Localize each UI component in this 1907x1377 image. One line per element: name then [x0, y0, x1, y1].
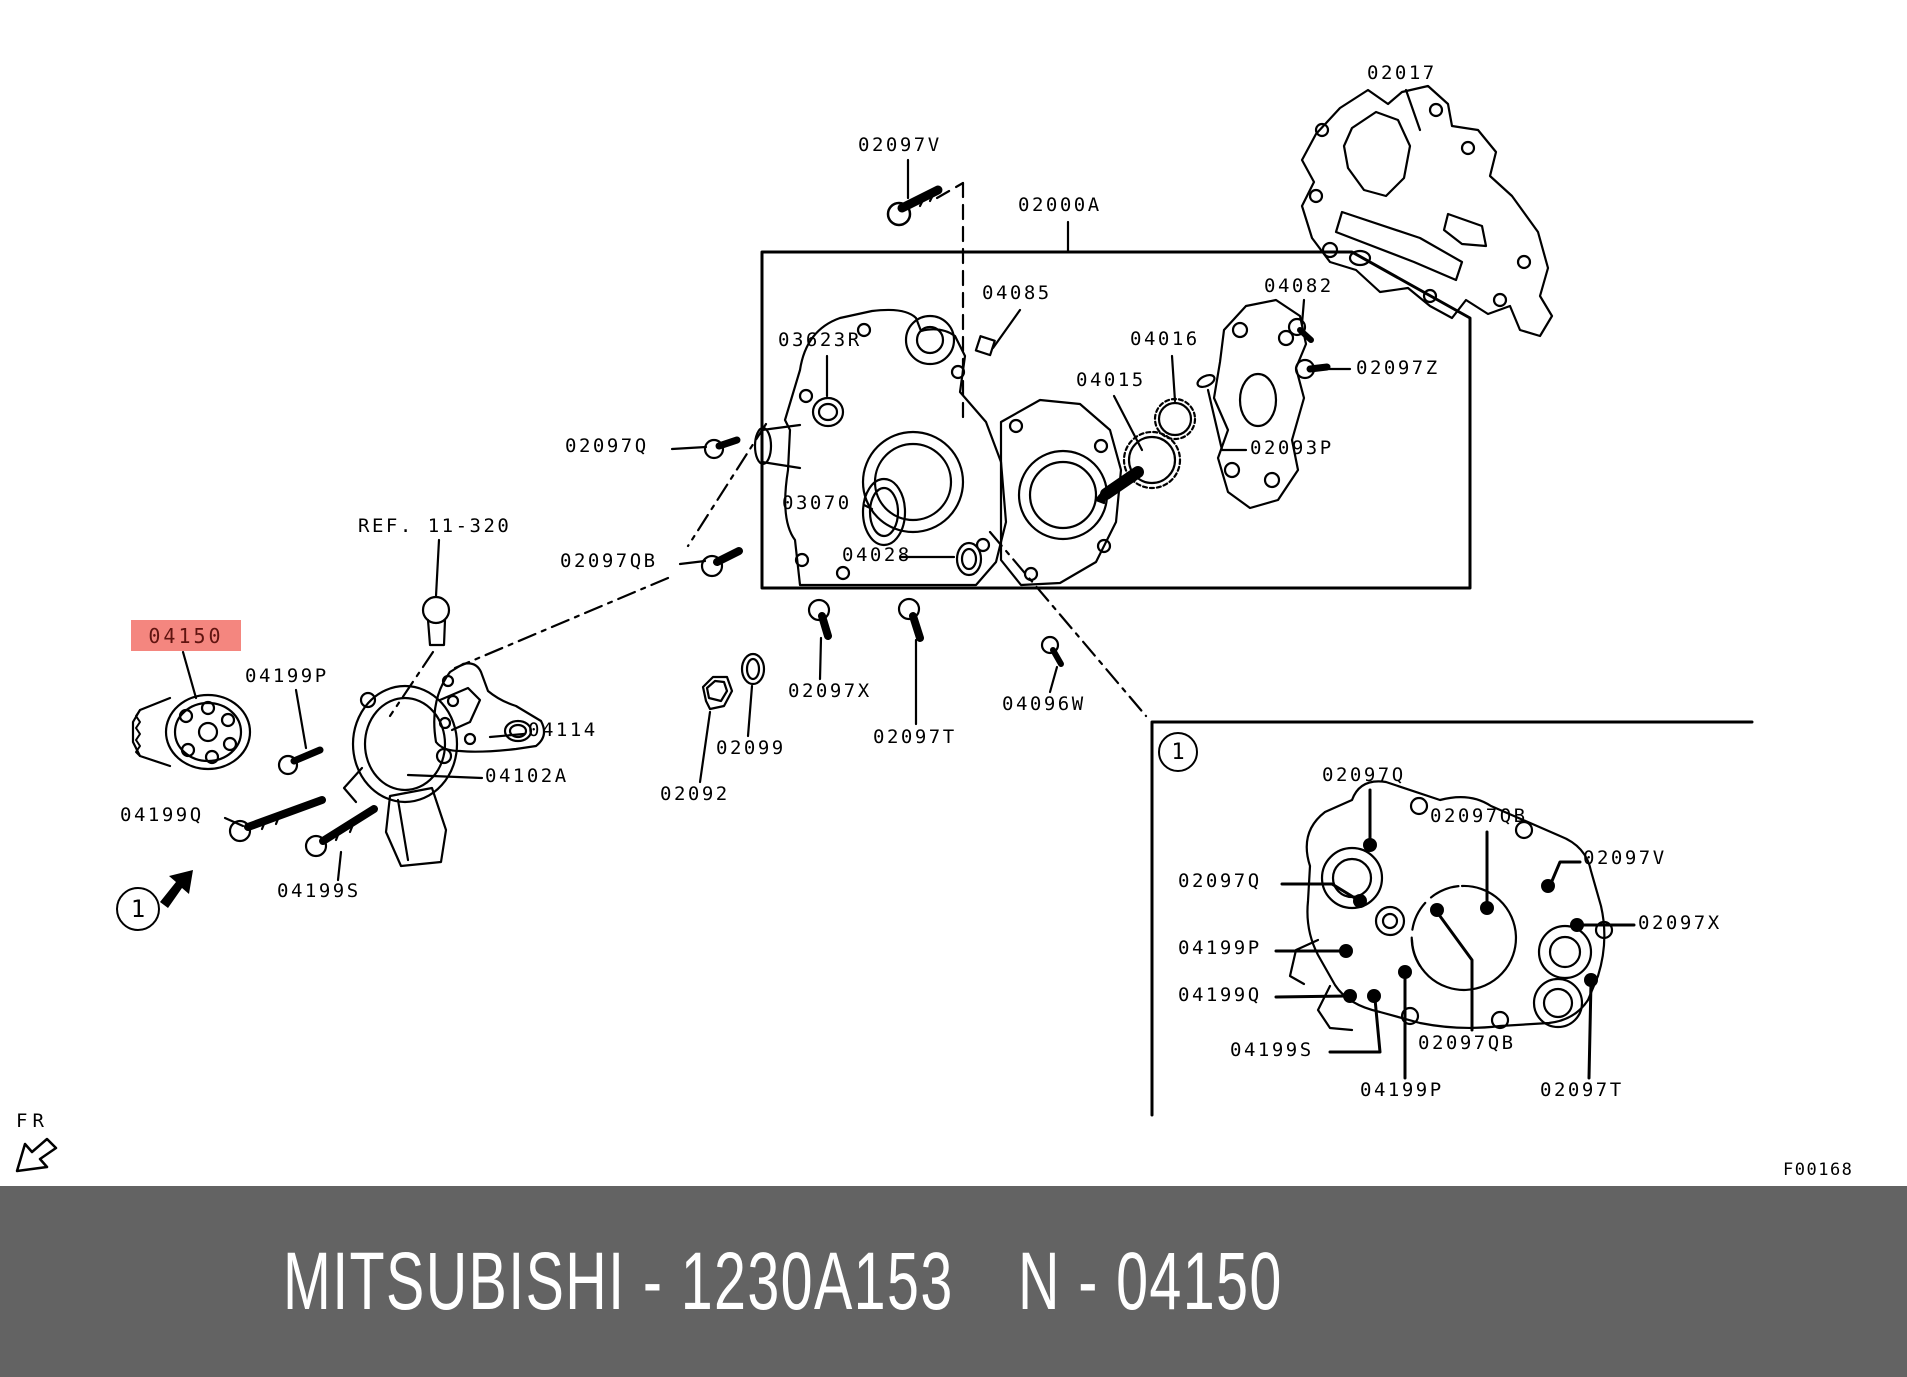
inset-label-04199p-left: 04199P: [1178, 937, 1262, 959]
bolt-04082-drawing: [1287, 317, 1314, 343]
part-label-04085: 04085: [982, 282, 1052, 304]
bolt-02097v: [886, 158, 943, 227]
inset-leader-dots: [1339, 838, 1598, 1003]
inset-label-02097v: 02097V: [1583, 847, 1667, 869]
view-marker-1-inset: 1: [1158, 732, 1198, 772]
part-banner: MITSUBISHI - 1230A153 N - 04150: [0, 1186, 1907, 1377]
gasket-02092-drawing: [701, 675, 734, 711]
bolt-04199s-drawing: [304, 805, 378, 858]
inset-label-02097qb-bot: 02097QB: [1418, 1032, 1516, 1054]
seal-03070-drawing: [861, 477, 907, 547]
bolt-04096w-drawing: [1040, 635, 1064, 667]
part-label-04096w: 04096W: [1002, 693, 1086, 715]
view-marker-1-main: 1: [116, 887, 160, 931]
inset-label-02097x: 02097X: [1638, 912, 1722, 934]
inset-label-04199p-bot: 04199P: [1360, 1079, 1444, 1101]
part-label-02097q: 02097Q: [565, 435, 649, 457]
bolt-04199q-drawing: [228, 796, 326, 843]
bolt-02097z-drawing: [1294, 358, 1331, 380]
gasket-02017-drawing: [1300, 84, 1554, 338]
part-label-02097z: 02097Z: [1356, 357, 1440, 379]
part-label-02099: 02099: [716, 737, 786, 759]
bolt-02097qb-drawing: [700, 547, 743, 578]
bolt-04199p-drawing: [277, 746, 324, 776]
part-label-04028: 04028: [842, 544, 912, 566]
banner-brand-and-number: MITSUBISHI - 1230A153: [283, 1235, 954, 1327]
part-label-04199s: 04199S: [277, 880, 361, 902]
inset-leader-lines: [1274, 788, 1636, 1080]
diagram-line-art: [15, 84, 1754, 1173]
timing-cover-drawing: [753, 308, 1008, 587]
marker-arrow: [160, 870, 193, 908]
inset-label-02097q-top: 02097Q: [1322, 764, 1406, 786]
inset-label-04199s: 04199S: [1230, 1039, 1314, 1061]
part-label-04016: 04016: [1130, 328, 1200, 350]
highlighted-part-label-04150[interactable]: 04150: [131, 620, 241, 651]
ref-plug-drawing: [421, 595, 451, 647]
inset-label-02097t: 02097T: [1540, 1079, 1624, 1101]
part-label-04015: 04015: [1076, 369, 1146, 391]
seal-04028-drawing: [955, 541, 983, 577]
oring-02099-drawing: [740, 652, 766, 686]
part-banner-text: MITSUBISHI - 1230A153 N - 04150: [283, 1235, 1283, 1329]
inset-frame: [1150, 720, 1754, 1117]
plug-04085-drawing: [974, 335, 996, 357]
assembly-box: [760, 250, 1472, 590]
oil-filter-drawing: [131, 693, 252, 771]
construction-lines: [935, 181, 965, 422]
part-label-04199p: 04199P: [245, 665, 329, 687]
explode-dash-lines: [388, 422, 1148, 718]
bolt-02097x-drawing: [807, 598, 832, 640]
part-label-02097x: 02097X: [788, 680, 872, 702]
banner-reference-number: N - 04150: [1018, 1235, 1283, 1327]
part-label-04114: 04114: [528, 719, 598, 741]
pin-02093p-drawing: [1196, 373, 1216, 389]
inset-label-04199q: 04199Q: [1178, 984, 1262, 1006]
part-label-02092: 02092: [660, 783, 730, 805]
figure-code-label: F00168: [1783, 1160, 1854, 1180]
part-label-04102a: 04102A: [485, 765, 569, 787]
ref-note-label: REF. 11-320: [358, 515, 512, 537]
part-label-02000a: 02000A: [1018, 194, 1102, 216]
part-label-02017: 02017: [1367, 62, 1437, 84]
bolt-02097q-drawing: [703, 436, 741, 460]
inset-label-02097q-left: 02097Q: [1178, 870, 1262, 892]
part-label-03070: 03070: [782, 492, 852, 514]
part-label-04082: 04082: [1264, 275, 1334, 297]
pump-case-drawing: [1212, 298, 1308, 510]
water-pump-drawing: [342, 684, 482, 868]
leader-lines-main: [181, 220, 1352, 882]
fr-arrow-icon: [15, 1137, 58, 1173]
gear-04016-drawing: [1153, 397, 1197, 441]
part-label-02093p: 02093P: [1250, 437, 1334, 459]
part-label-03623r: 03623R: [778, 329, 862, 351]
part-label-02097v: 02097V: [858, 134, 942, 156]
bolt-02097t-drawing: [897, 597, 924, 642]
fr-direction-label: FR: [16, 1110, 49, 1132]
shaft-04015-drawing: [1094, 430, 1182, 505]
bracket-04114-drawing: [433, 662, 546, 753]
inset-label-02097qb-top: 02097QB: [1430, 805, 1528, 827]
part-label-04199q: 04199Q: [120, 804, 204, 826]
part-label-02097t: 02097T: [873, 726, 957, 748]
part-label-02097qb: 02097QB: [560, 550, 658, 572]
